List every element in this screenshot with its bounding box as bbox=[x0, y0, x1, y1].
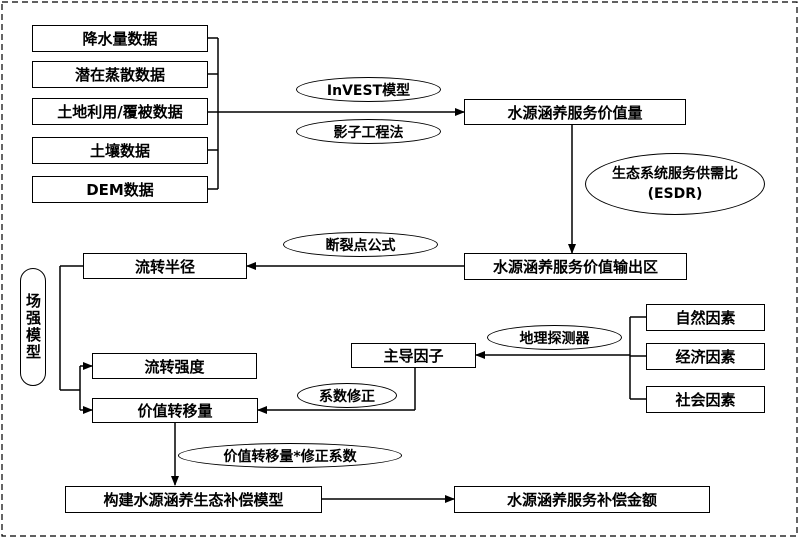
transfer-times-correction-ellipse: 价值转移量*修正系数 bbox=[178, 443, 402, 468]
dominant-factor-box: 主导因子 bbox=[351, 343, 476, 368]
shadow-engineering-ellipse: 影子工程法 bbox=[296, 119, 441, 144]
flow-radius-box: 流转半径 bbox=[83, 253, 247, 279]
esdr-line2: (ESDR) bbox=[647, 186, 703, 202]
field-strength-model-box: 场强模型 bbox=[20, 268, 46, 386]
value-transfer-box: 价值转移量 bbox=[92, 398, 258, 423]
water-conservation-value-box: 水源涵养服务价值量 bbox=[464, 99, 686, 125]
input-box-soil: 土壤数据 bbox=[32, 137, 208, 164]
input-box-landuse: 土地利用/覆被数据 bbox=[32, 98, 208, 125]
esdr-ellipse: 生态系统服务供需比 (ESDR) bbox=[585, 153, 765, 215]
breakpoint-formula-ellipse: 断裂点公式 bbox=[283, 232, 438, 257]
geodetector-ellipse: 地理探测器 bbox=[487, 325, 622, 350]
coefficient-correction-ellipse: 系数修正 bbox=[297, 383, 397, 408]
input-box-precipitation: 降水量数据 bbox=[32, 25, 208, 52]
compensation-model-box: 构建水源涵养生态补偿模型 bbox=[65, 486, 322, 513]
compensation-amount-box: 水源涵养服务补偿金额 bbox=[454, 486, 710, 513]
field-strength-model-label: 场强模型 bbox=[24, 293, 42, 361]
natural-factor-box: 自然因素 bbox=[646, 304, 765, 331]
social-factor-box: 社会因素 bbox=[646, 386, 765, 413]
input-box-dem: DEM数据 bbox=[32, 176, 208, 203]
esdr-line1: 生态系统服务供需比 bbox=[612, 166, 738, 182]
input-box-evapotranspiration: 潜在蒸散数据 bbox=[32, 61, 208, 88]
invest-model-ellipse: InVEST模型 bbox=[296, 77, 441, 102]
economic-factor-box: 经济因素 bbox=[646, 343, 765, 370]
output-zone-box: 水源涵养服务价值输出区 bbox=[464, 253, 687, 280]
flow-intensity-box: 流转强度 bbox=[92, 353, 257, 379]
